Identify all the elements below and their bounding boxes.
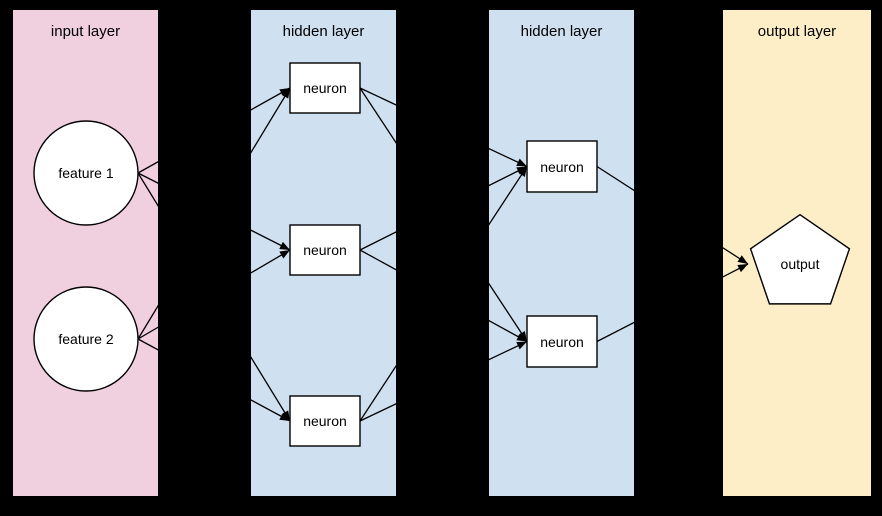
layer-title-input: input layer: [50, 23, 121, 40]
node-h1n2[interactable]: [289, 224, 361, 276]
node-h1n3[interactable]: [289, 395, 361, 447]
node-out1[interactable]: [749, 213, 851, 305]
node-h1n1[interactable]: [289, 62, 361, 114]
layer-title-hidden1: hidden layer: [282, 23, 365, 40]
node-feature1[interactable]: [33, 120, 139, 226]
node-feature2[interactable]: [33, 286, 139, 392]
node-h2n1[interactable]: [526, 140, 598, 193]
layer-title-output: output layer: [757, 23, 837, 40]
layer-title-hidden2: hidden layer: [520, 23, 603, 40]
layer-panel-input: [13, 10, 158, 496]
node-h2n2[interactable]: [526, 315, 598, 368]
